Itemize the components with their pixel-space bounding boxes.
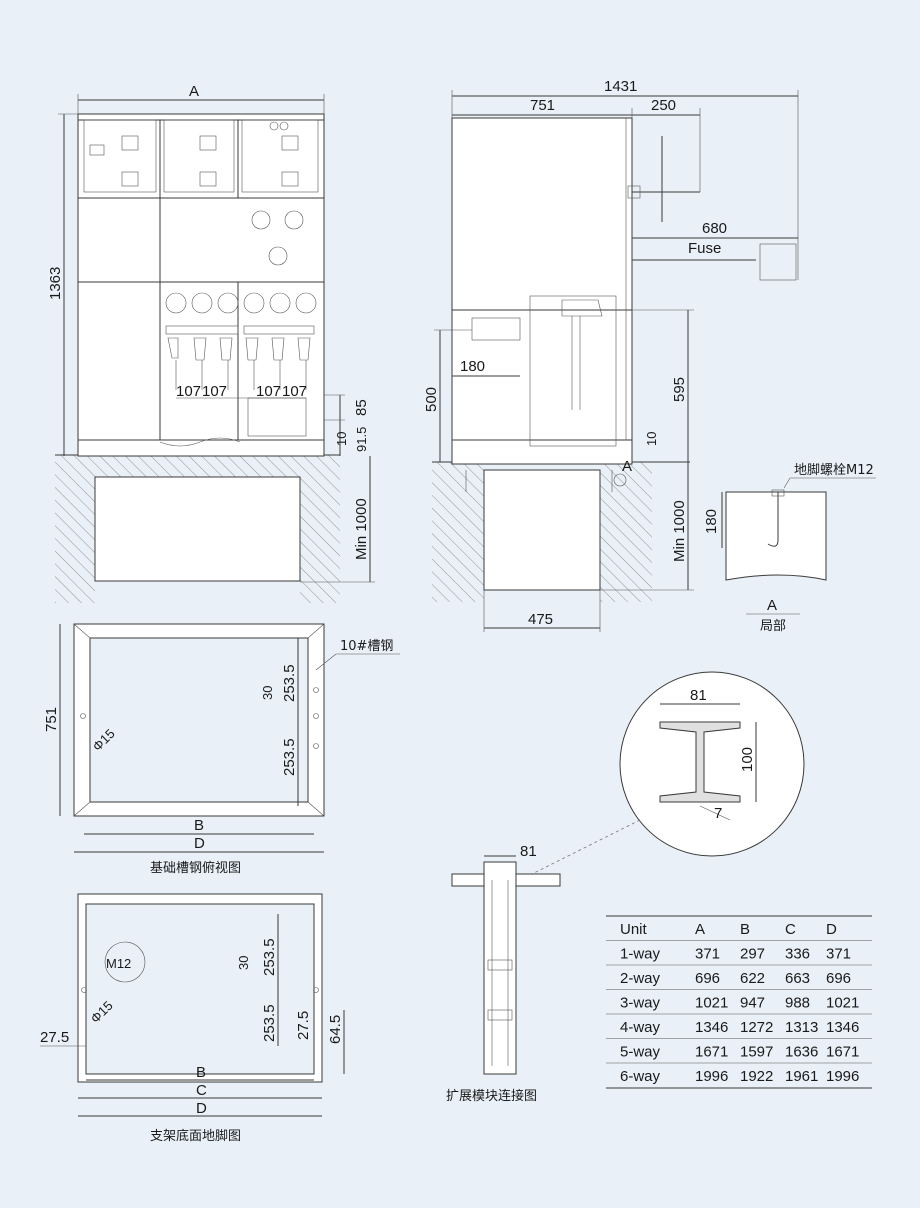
side-foundation-depth: Min 1000 [671, 500, 688, 562]
side-view: 1431 751 250 680 Fuse 500 180 595 10 A M… [423, 78, 799, 632]
handle-depth: 250 [651, 97, 676, 114]
extension-view: 81 扩展模块连接图 [446, 843, 561, 1104]
pit-width: 475 [528, 611, 553, 628]
channel-inner-label: B [194, 817, 204, 834]
front-view: A 1363 107 107 107 107 85 10 91.5 Min 10… [47, 83, 375, 603]
table-cell: 3-way [620, 995, 661, 1012]
beam-detail: 81 100 7 [519, 671, 805, 881]
table-cell: 663 [785, 970, 810, 987]
table-cell: 371 [826, 946, 851, 963]
fuse-label: Fuse [688, 240, 721, 257]
front-dim-10: 10 [334, 432, 349, 446]
dim-180: 180 [460, 358, 485, 375]
table-cell: 1346 [826, 1019, 859, 1036]
channel-caption: 基础槽钢俯视图 [150, 860, 241, 876]
pitch-label-2: 107 [202, 383, 227, 400]
cabinet-depth: 751 [530, 97, 555, 114]
table-cell: 1636 [785, 1044, 818, 1061]
front-width-label: A [189, 83, 199, 100]
dim-91-5: 91.5 [354, 427, 369, 452]
bolt-label: 地脚螺栓M12 [794, 462, 874, 478]
table-header-cell: D [826, 921, 837, 938]
detail-caption: 局部 [760, 619, 786, 634]
table-cell: 371 [695, 946, 720, 963]
table-cell: 696 [826, 970, 851, 987]
pitch-label-1: 107 [176, 383, 201, 400]
detail-a: 地脚螺栓M12 180 A 局部 [703, 462, 876, 634]
table-cell: 1-way [620, 946, 661, 963]
frame-label-b: B [196, 1064, 206, 1081]
fuse-depth: 680 [702, 220, 727, 237]
pitch-label-4: 107 [282, 383, 307, 400]
table-cell: 1272 [740, 1019, 773, 1036]
table-cell: 1961 [785, 1068, 818, 1085]
frame-dim-27-5-left: 27.5 [40, 1029, 69, 1046]
channel-label: 10#槽钢 [340, 639, 393, 654]
pitch-label-3: 107 [256, 383, 281, 400]
table-header-cell: A [695, 921, 705, 938]
beam-web: 7 [714, 805, 722, 822]
detail-marker-a: A [767, 597, 777, 614]
frame-dim-253-5-b: 253.5 [261, 1004, 278, 1042]
frame-bottom-view: M12 Φ15 30 253.5 253.5 27.5 27.5 64.5 B … [40, 893, 345, 1144]
table-cell: 4-way [620, 1019, 661, 1036]
beam-height: 100 [739, 747, 756, 772]
table-cell: 1922 [740, 1068, 773, 1085]
dim-500: 500 [423, 387, 440, 412]
detail-dim-180: 180 [703, 509, 720, 534]
beam-width: 81 [690, 687, 707, 704]
table-cell: 947 [740, 995, 765, 1012]
table-cell: 1671 [695, 1044, 728, 1061]
table-cell: 6-way [620, 1068, 661, 1085]
dim-85: 85 [353, 399, 370, 416]
extension-width: 81 [520, 843, 537, 860]
table-cell: 1021 [695, 995, 728, 1012]
dim-595: 595 [671, 377, 688, 402]
table-cell: 1313 [785, 1019, 818, 1036]
front-foundation-depth: Min 1000 [353, 498, 370, 560]
table-cell: 297 [740, 946, 765, 963]
frame-label-c: C [196, 1082, 207, 1099]
channel-dim-30: 30 [260, 686, 275, 700]
frame-dim-30: 30 [236, 956, 251, 970]
frame-label-d: D [196, 1100, 207, 1117]
overall-depth: 1431 [604, 78, 637, 95]
table-cell: 1671 [826, 1044, 859, 1061]
table-header-cell: C [785, 921, 796, 938]
extension-caption: 扩展模块连接图 [446, 1088, 537, 1104]
table-cell: 5-way [620, 1044, 661, 1061]
table-cell: 1597 [740, 1044, 773, 1061]
frame-bolt-label: M12 [106, 956, 131, 971]
table-cell: 336 [785, 946, 810, 963]
channel-depth: 751 [43, 707, 60, 732]
table-cell: 1996 [695, 1068, 728, 1085]
table-cell: 622 [740, 970, 765, 987]
channel-top-view: 751 10#槽钢 30 253.5 253.5 Φ15 B D 基础槽钢俯视图 [43, 623, 400, 876]
table-header-cell: B [740, 921, 750, 938]
channel-outer-label: D [194, 835, 205, 852]
side-dim-10: 10 [644, 432, 659, 446]
frame-dim-64-5: 64.5 [327, 1015, 344, 1044]
table-cell: 1021 [826, 995, 859, 1012]
channel-dim-253-5-a: 253.5 [281, 664, 298, 702]
frame-dim-253-5-a: 253.5 [261, 938, 278, 976]
channel-dim-253-5-b: 253.5 [281, 738, 298, 776]
detail-marker: A [622, 458, 632, 475]
dimension-table: Unit A B C D 1-way 371 297 336 371 2-way 696 622 663 6… [606, 915, 872, 1089]
frame-dim-27-5-right: 27.5 [295, 1011, 312, 1040]
table-cell: 1996 [826, 1068, 859, 1085]
table-cell: 696 [695, 970, 720, 987]
frame-caption: 支架底面地脚图 [150, 1128, 241, 1144]
front-height-label: 1363 [47, 267, 64, 300]
table-cell: 2-way [620, 970, 661, 987]
table-header-cell: Unit [620, 921, 648, 938]
table-cell: 1346 [695, 1019, 728, 1036]
table-cell: 988 [785, 995, 810, 1012]
